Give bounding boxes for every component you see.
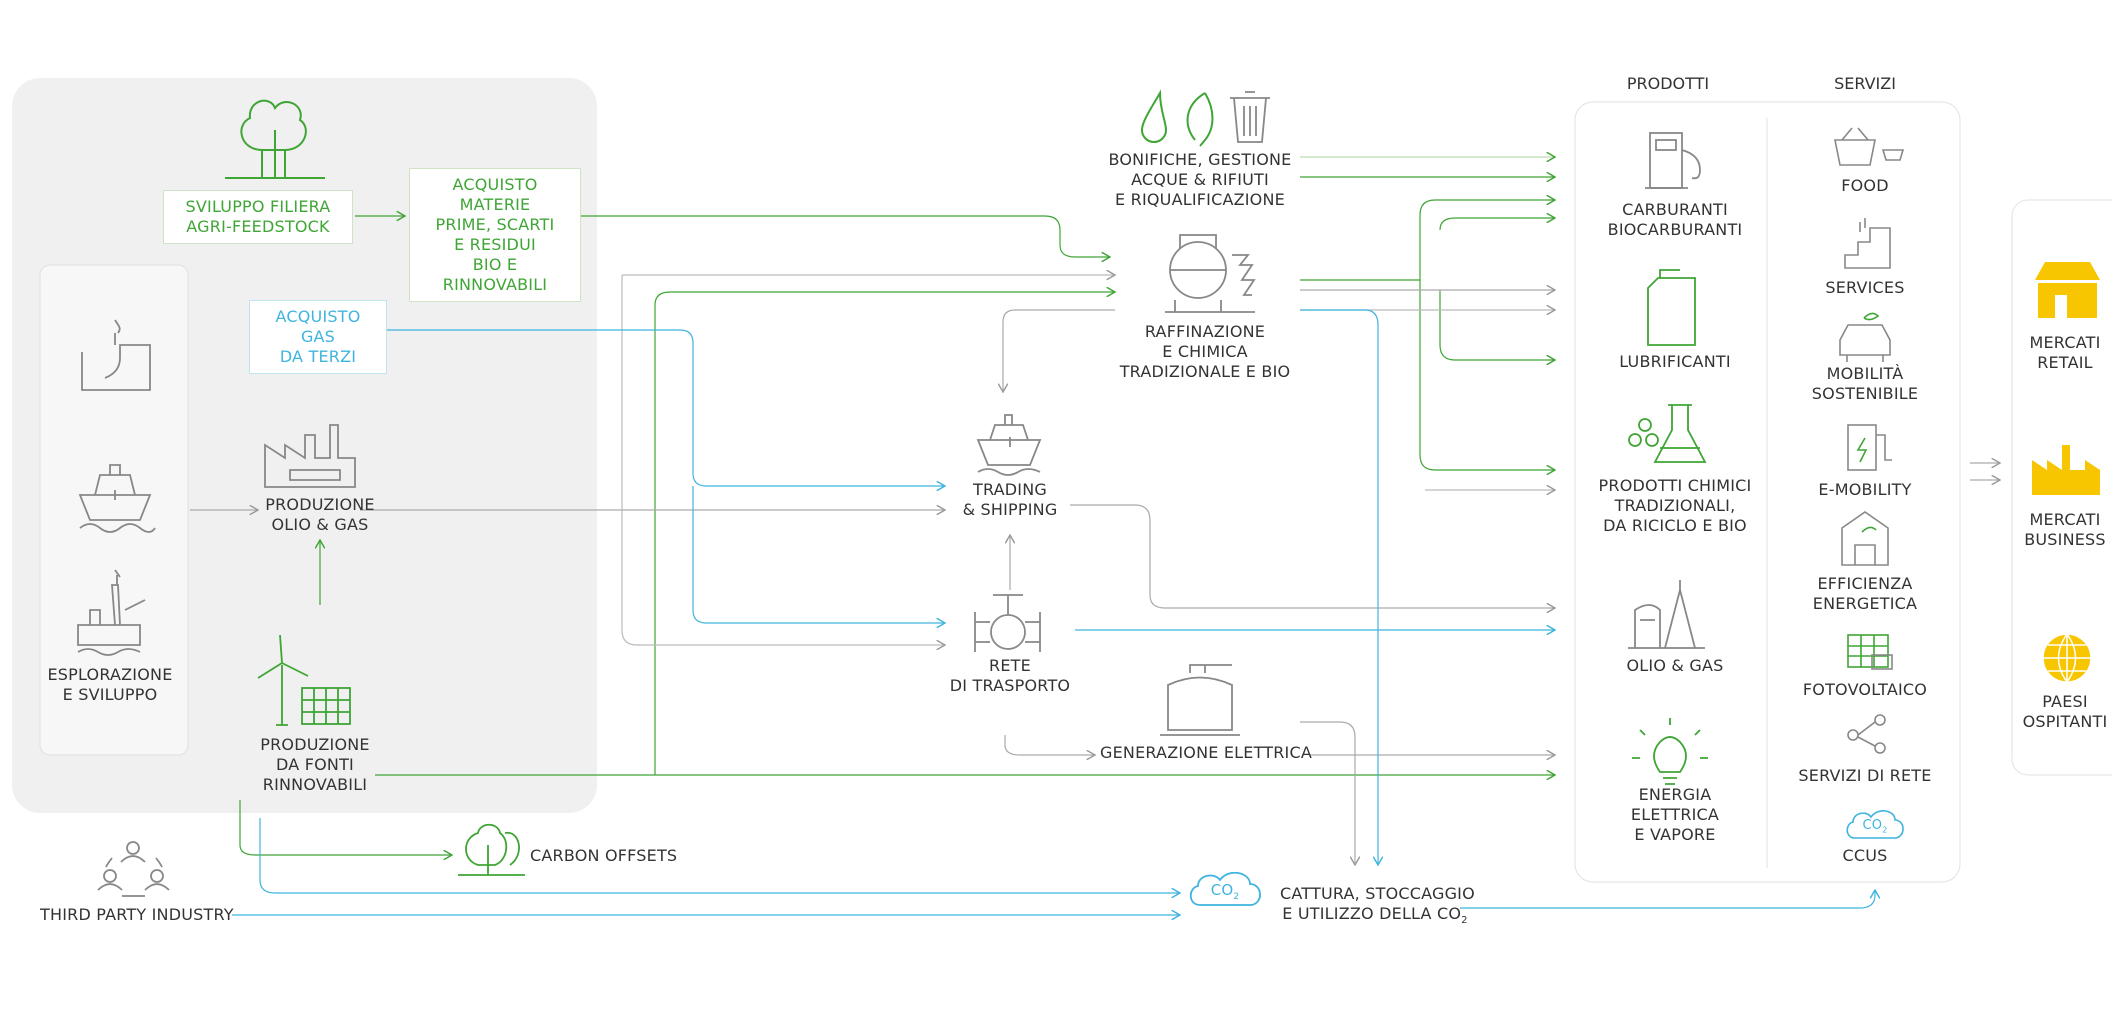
oil-gas-equipment-icon (1628, 580, 1705, 649)
servizio-services: SERVICES (1825, 278, 1905, 297)
prodotto-lubrificanti: LUBRIFICANTI (1619, 352, 1731, 371)
third-party-label: THIRD PARTY INDUSTRY (40, 905, 234, 924)
sviluppo-filiera-label: SVILUPPO FILIERA AGRI-FEEDSTOCK (185, 197, 331, 236)
food-basket-icon (1834, 127, 1905, 166)
rete-label: RETE DI TRASPORTO (949, 656, 1071, 695)
esplorazione-label: ESPLORAZIONE E SVILUPPO (47, 665, 173, 704)
globe-icon (2042, 633, 2092, 683)
fuel-pump-icon (1645, 132, 1701, 189)
factory-icon (264, 424, 356, 488)
prodotto-energia: ENERGIA ELETTRICA E VAPORE (1630, 785, 1720, 844)
refinery-icon (1165, 234, 1256, 313)
cattura-line2: E UTILIZZO DELLA CO2 (1282, 904, 1468, 927)
wind-solar-icon (257, 634, 351, 726)
trading-label: TRADING & SHIPPING (962, 480, 1058, 519)
mercati-retail: MERCATI RETAIL (2029, 333, 2101, 372)
acquisto-materie-label: ACQUISTO MATERIE PRIME, SCARTI E RESIDUI… (435, 175, 555, 294)
servizio-ccus: CCUS (1842, 846, 1888, 865)
sviluppo-filiera-box: SVILUPPO FILIERA AGRI-FEEDSTOCK (163, 190, 353, 244)
produzione-olio-label: PRODUZIONE OLIO & GAS (265, 495, 375, 534)
paesi-ospitanti: PAESI OSPITANTI (2022, 692, 2108, 731)
retail-store-icon (2035, 262, 2100, 318)
network-services-icon (1847, 714, 1886, 754)
light-bulb-icon (1632, 718, 1708, 785)
cattura-label: CATTURA, STOCCAGGIO E UTILIZZO DELLA CO2 (1280, 884, 1475, 931)
water-leaf-bin-icon (1140, 89, 1214, 147)
bonifiche-label: BONIFICHE, GESTIONE ACQUE & RIFIUTI E RI… (1108, 150, 1292, 209)
power-plant-icon (1160, 664, 1240, 736)
prodotto-carburanti: CARBURANTI BIOCARBURANTI (1607, 200, 1743, 239)
chemistry-flask-icon (1628, 404, 1707, 463)
generazione-label: GENERAZIONE ELETTRICA (1100, 743, 1312, 762)
servizio-efficienza: EFFICIENZA ENERGETICA (1812, 574, 1918, 613)
servizio-rete: SERVIZI DI RETE (1798, 766, 1932, 785)
ccus-cloud-icon (1846, 810, 1904, 839)
valve-icon (974, 594, 1041, 652)
tree-icon (225, 99, 325, 179)
co2-cloud-label: CO2 (1210, 881, 1240, 902)
mercati-business: MERCATI BUSINESS (2024, 510, 2106, 549)
energy-efficiency-house-icon (1841, 511, 1889, 566)
co2-cloud-icon (1189, 871, 1261, 906)
exploration-subpanel (39, 264, 189, 756)
acquisto-materie-box: ACQUISTO MATERIE PRIME, SCARTI E RESIDUI… (409, 168, 581, 302)
ship-icon (78, 464, 156, 533)
carbon-offsets-label: CARBON OFFSETS (530, 846, 678, 865)
offshore-platform-icon (77, 569, 146, 656)
produzione-rinnovabili-label: PRODUZIONE DA FONTI RINNOVABILI (260, 735, 370, 794)
prodotto-olio-gas: OLIO & GAS (1626, 656, 1724, 675)
lubricant-can-icon (1647, 269, 1696, 346)
photovoltaic-icon (1847, 634, 1893, 670)
oil-well-icon (81, 319, 151, 391)
prodotti-header: PRODOTTI (1626, 74, 1710, 93)
ev-charger-icon (1847, 424, 1892, 471)
raffinazione-label: RAFFINAZIONE E CHIMICA TRADIZIONALE E BI… (1119, 322, 1291, 381)
services-icon (1844, 218, 1891, 269)
servizio-emobility: E-MOBILITY (1818, 480, 1912, 499)
servizi-header: SERVIZI (1834, 74, 1896, 93)
sustainable-car-icon (1839, 312, 1891, 362)
cattura-line1: CATTURA, STOCCAGGIO (1280, 884, 1475, 903)
carbon-offset-trees-icon (458, 823, 525, 876)
servizio-fotovoltaico: FOTOVOLTAICO (1802, 680, 1928, 699)
prodotto-chimici: PRODOTTI CHIMICI TRADIZIONALI, DA RICICL… (1598, 476, 1752, 535)
business-factory-icon (2032, 445, 2100, 495)
trading-ship-icon (976, 414, 1042, 476)
third-party-people-icon (97, 841, 170, 897)
servizio-food: FOOD (1841, 176, 1889, 195)
ccus-cloud-label: CO2 (1862, 818, 1888, 835)
acquisto-gas-label: ACQUISTO GAS DA TERZI (275, 307, 361, 366)
servizio-mobilita: MOBILITÀ SOSTENIBILE (1811, 364, 1919, 403)
acquisto-gas-box: ACQUISTO GAS DA TERZI (249, 300, 387, 374)
